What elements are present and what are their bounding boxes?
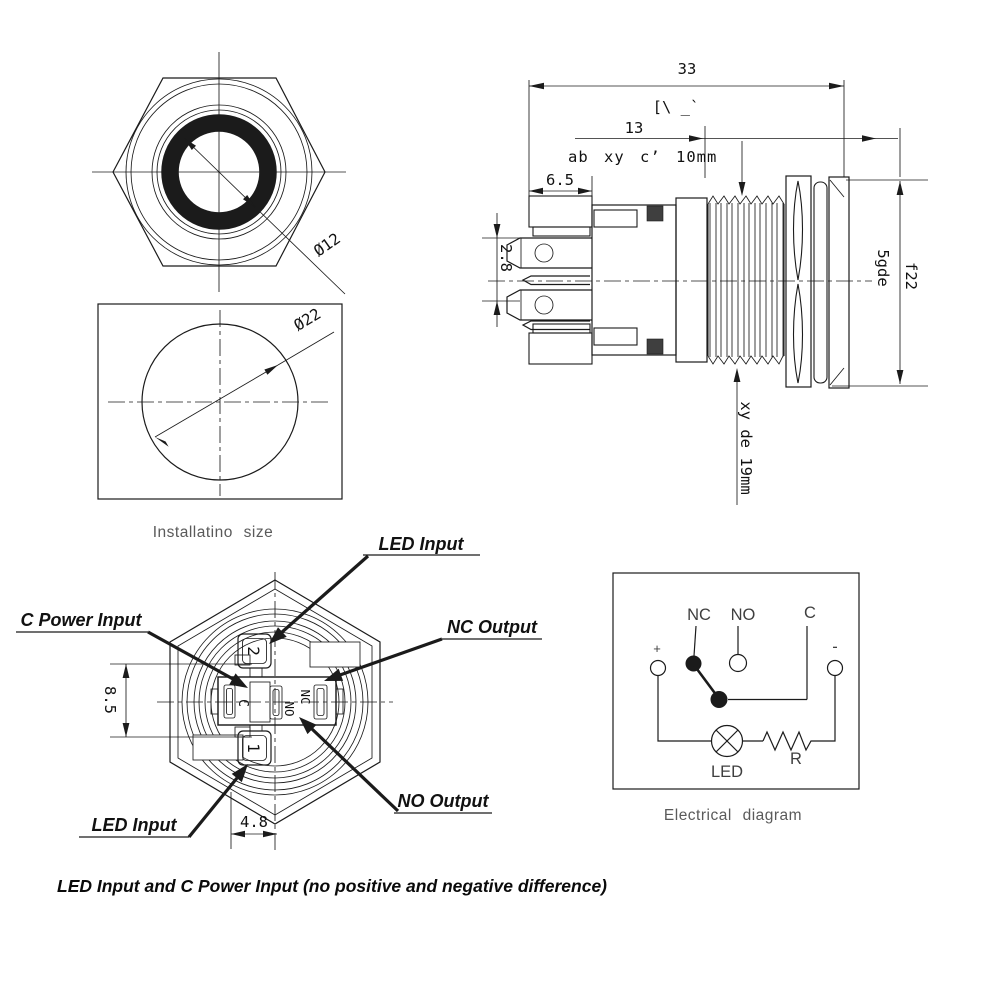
- led-terminal-bottom: 1: [234, 725, 272, 766]
- dim-terminal-thickness: 2.8: [497, 244, 515, 272]
- dim-terminal-spacing-h: 4.8: [240, 813, 268, 831]
- dim-mounting-note: xy de 19mm: [737, 401, 755, 494]
- cad-glyph: [\ _`: [653, 98, 700, 116]
- plus-terminal: [649, 659, 667, 677]
- callout-led-input-bottom: LED Input: [79, 764, 248, 839]
- terminal-1-label: 1: [244, 743, 263, 753]
- elec-label-nc: NC: [687, 606, 711, 624]
- dim-ring-diameter: Ø12: [311, 230, 344, 261]
- dim-total-length: 33: [678, 60, 697, 78]
- callout-led-input-top: LED Input: [269, 534, 480, 644]
- spade-terminal-2: [506, 289, 592, 321]
- dim-thread-length: 13: [625, 119, 644, 137]
- callout-no-output: NO Output: [299, 717, 492, 814]
- side-view: 33 [\ _` 13 ab xy c’ 10mm 6.5 2.8: [482, 60, 928, 505]
- dim-body-height-outer: f22: [902, 262, 920, 290]
- dim-hole-diameter: Ø22: [291, 305, 324, 335]
- cad-note: ab xy c’ 10mm: [568, 148, 717, 166]
- contact-block: C NO NC: [210, 676, 344, 726]
- dim-front-section: 6.5: [546, 171, 574, 189]
- svg-text:LED Input: LED Input: [379, 534, 465, 554]
- back-view: C NO NC 2 1 8.5: [16, 534, 542, 850]
- thread-section: [707, 195, 785, 365]
- terminal-c-label: C: [235, 699, 250, 707]
- elec-label-c: C: [804, 604, 816, 622]
- svg-text:LED Input: LED Input: [92, 815, 178, 835]
- no-contact-dot: [728, 653, 748, 673]
- svg-text:NC Output: NC Output: [447, 617, 538, 637]
- common-pivot-dot: [710, 691, 728, 708]
- nc-contact-dot: [685, 655, 702, 672]
- dim-terminal-spacing-v: 8.5: [101, 686, 119, 714]
- elec-label-plus: +: [653, 641, 661, 656]
- callout-nc-output: NC Output: [324, 617, 542, 681]
- terminal-nc-label: NC: [298, 689, 313, 704]
- footnote: LED Input and C Power Input (no positive…: [57, 876, 607, 896]
- front-view: Ø12: [92, 52, 346, 295]
- minus-terminal: [826, 659, 844, 677]
- switch-lever: [692, 664, 719, 697]
- terminal-no-label: NO: [282, 701, 297, 716]
- spade-terminal-1: [506, 237, 592, 269]
- electrical-caption: Electrical diagram: [664, 807, 802, 824]
- elec-label-led: LED: [711, 763, 743, 781]
- elec-label-r: R: [790, 750, 802, 768]
- front-bezel: [828, 176, 850, 389]
- elec-label-no: NO: [731, 606, 756, 624]
- hex-nut: [785, 175, 812, 388]
- elec-label-minus: -: [832, 638, 838, 656]
- svg-text:C Power Input: C Power Input: [21, 610, 143, 630]
- led-ring: [161, 114, 277, 230]
- pin-terminal-2: [521, 320, 590, 331]
- led-terminal-top: 2: [234, 633, 272, 677]
- installation-view: Ø22 Installatino size: [97, 303, 343, 541]
- dim-body-height-inner: 5gde: [874, 249, 892, 286]
- installation-caption: Installatino size: [153, 524, 273, 541]
- pin-terminal-1: [521, 275, 590, 286]
- electrical-diagram: NC NO C + - R LED Electrical diagram: [612, 572, 860, 824]
- washer: [813, 181, 828, 384]
- callout-c-power-input: C Power Input: [16, 610, 248, 688]
- resistor-symbol: [762, 730, 818, 752]
- terminal-2-label: 2: [244, 646, 263, 656]
- svg-text:NO Output: NO Output: [398, 791, 490, 811]
